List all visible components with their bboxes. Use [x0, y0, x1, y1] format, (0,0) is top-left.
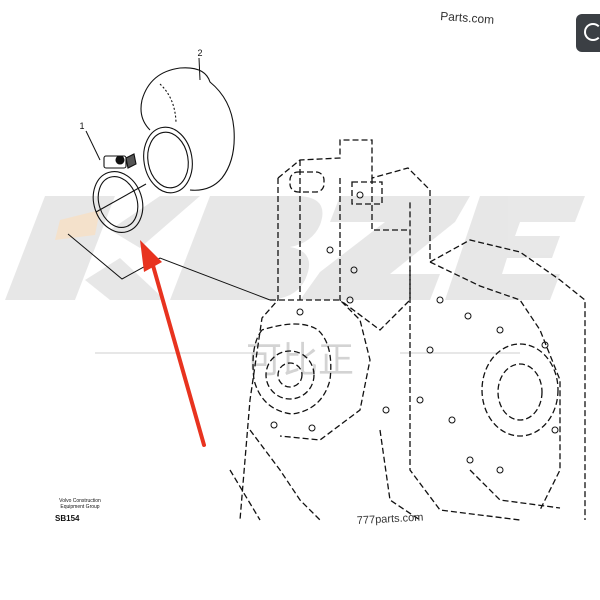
- callout-leaders: [67, 57, 271, 301]
- clamp-part-1: [92, 153, 147, 233]
- top-url-watermark: Parts.com: [440, 9, 495, 27]
- sheet-code: SB154: [55, 513, 80, 523]
- diagram-caption: Volvo Construction Equipment Group SB154: [49, 498, 111, 523]
- logo-chinese-watermark: 可比正: [246, 340, 354, 381]
- kbze-watermark-logo: [5, 196, 585, 354]
- bottom-url-watermark: 777parts.com: [357, 512, 424, 527]
- refresh-icon: [584, 23, 600, 41]
- corner-search-button[interactable]: [576, 14, 600, 52]
- caption-line-1: Volvo Construction: [59, 498, 101, 504]
- callout-2-label: 2: [197, 48, 202, 58]
- hose-part-2: [140, 67, 235, 194]
- caption-line-2: Equipment Group: [60, 503, 100, 510]
- highlight-arrow: [140, 240, 206, 447]
- callout-1-label: 1: [79, 121, 84, 131]
- engine-bolts: [270, 191, 559, 474]
- engine-block: [229, 139, 586, 521]
